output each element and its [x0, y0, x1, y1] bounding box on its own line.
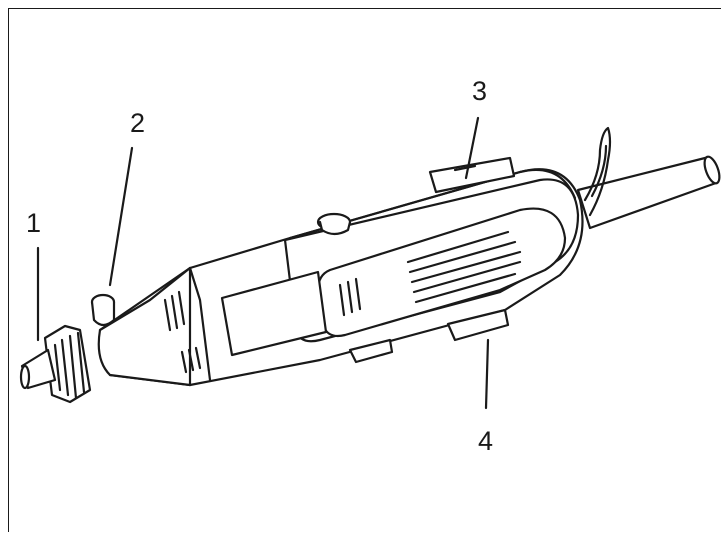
on-off-switch — [348, 308, 510, 364]
callout-label-3: 3 — [472, 76, 488, 106]
collet-nut — [19, 324, 92, 404]
callout-label-1: 1 — [26, 208, 42, 238]
tool-body — [97, 168, 584, 387]
callout-label-2: 2 — [130, 108, 146, 138]
power-cord — [576, 126, 721, 230]
callout-lines — [36, 116, 490, 410]
callout-label-4: 4 — [478, 426, 494, 456]
spindle-lock-button — [90, 293, 116, 327]
speed-control-switch — [428, 156, 516, 194]
top-button — [316, 212, 352, 236]
